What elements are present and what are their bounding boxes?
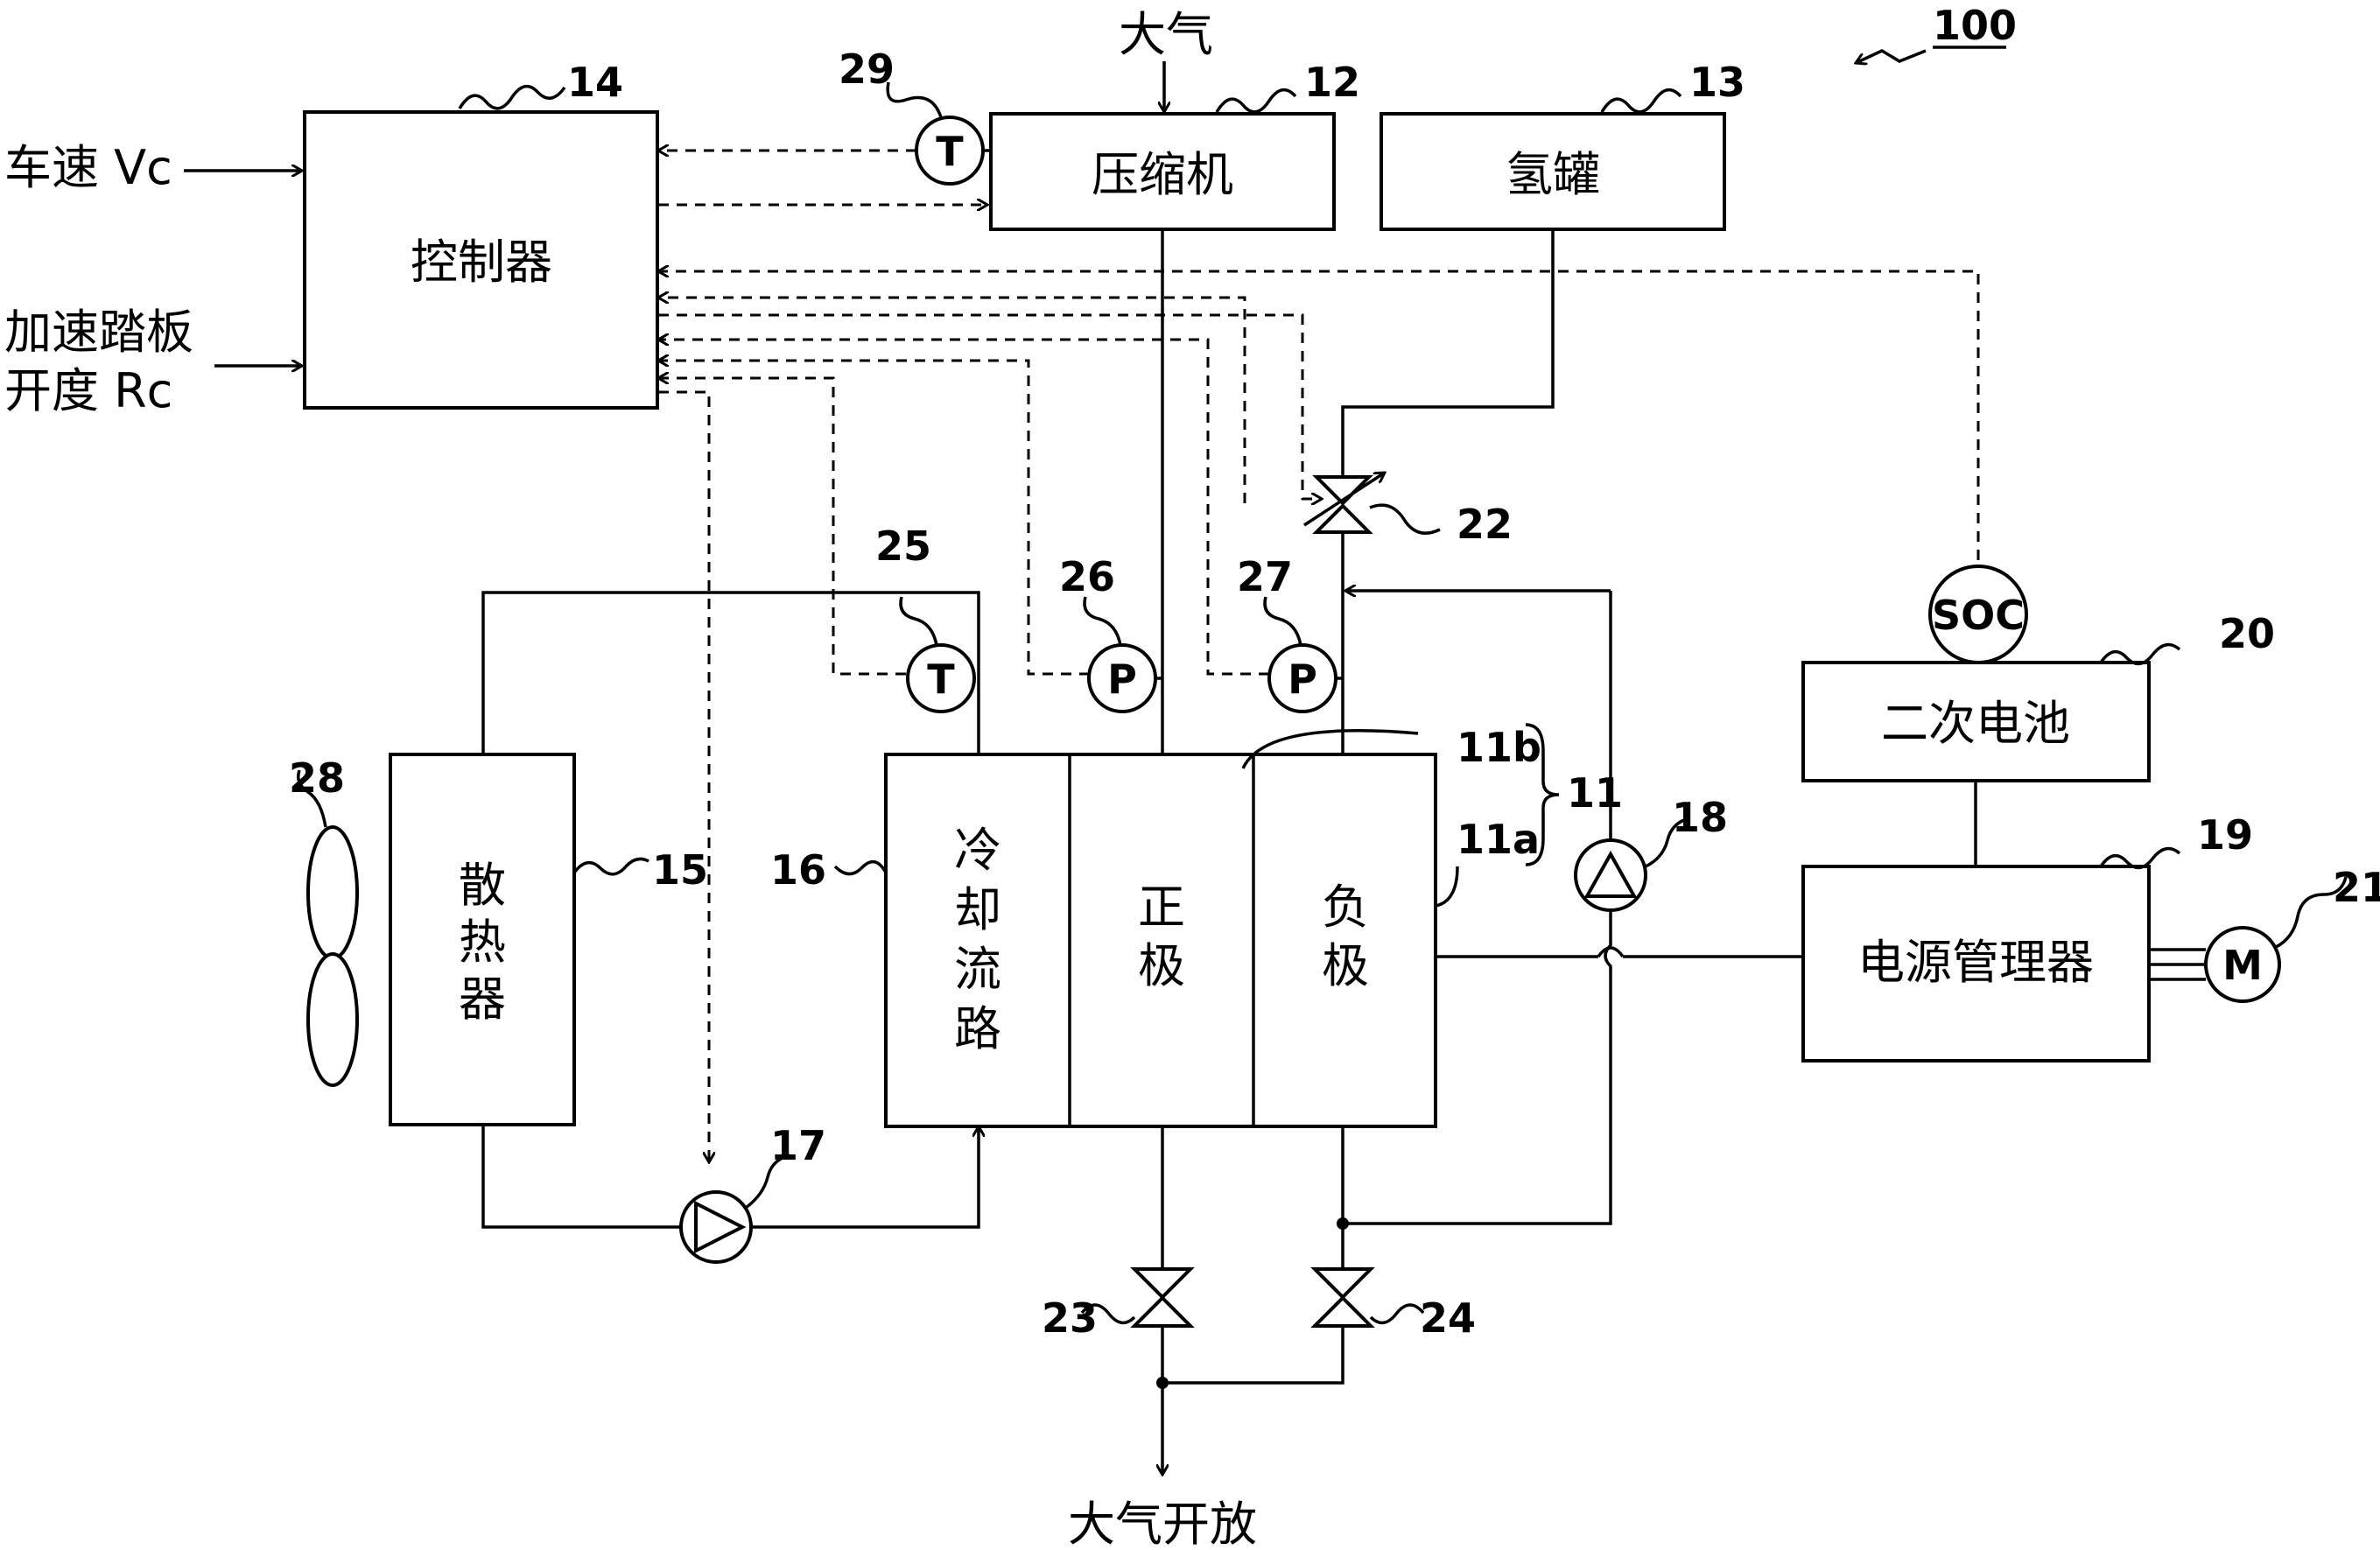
secondary-battery-label: 二次电池 — [1881, 696, 2070, 751]
ref-27: 27 — [1237, 553, 1293, 600]
temperature-sensor-25: T 25 — [875, 523, 976, 713]
cooling-path-char-4: 路 — [954, 1001, 1001, 1056]
radiator-fan-28: 28 — [289, 754, 359, 1087]
secondary-battery-block: 二次电池 20 — [1801, 610, 2275, 782]
valve-24: 24 — [1310, 1267, 1476, 1342]
figure-reference: 100 — [1856, 2, 2017, 63]
power-manager-block: 电源管理器 19 — [1801, 811, 2253, 1063]
cathode: 正 极 — [1138, 880, 1185, 993]
ref-12: 12 — [1304, 59, 1360, 106]
ref-16: 16 — [770, 846, 826, 894]
cathode-char-1: 正 — [1138, 880, 1185, 935]
figure-reference-label: 100 — [1933, 2, 2017, 49]
ref-18: 18 — [1672, 794, 1728, 841]
cooling-path-char-2: 却 — [954, 882, 1001, 937]
cooling-path: 冷 却 流 路 — [954, 823, 1001, 1056]
ref-20: 20 — [2219, 610, 2275, 657]
ref-14: 14 — [567, 59, 623, 106]
ref-23: 23 — [1042, 1294, 1098, 1342]
anode-char-1: 负 — [1322, 880, 1369, 935]
fuel-cell-stack: 冷 却 流 路 正 极 负 极 16 11b 11a 11 — [770, 723, 1623, 1128]
ref-26: 26 — [1059, 553, 1115, 600]
radiator-char-2: 热 — [459, 915, 506, 970]
ref-17: 17 — [770, 1122, 826, 1169]
signal-lines — [658, 151, 1980, 1162]
cathode-char-2: 极 — [1138, 938, 1185, 993]
anode-char-2: 极 — [1322, 938, 1369, 993]
ref-28: 28 — [289, 754, 345, 802]
vehicle-speed-label: 车速 Vc — [4, 140, 172, 195]
temperature-sensor-25-symbol: T — [927, 656, 955, 703]
hydrogen-tank-label: 氢罐 — [1506, 147, 1600, 202]
compressor-block: 压缩机 12 — [989, 59, 1360, 231]
atmosphere-release-label: 大气开放 — [1068, 1497, 1257, 1550]
coolant-pump-17: 17 — [679, 1122, 826, 1264]
vehicle-speed-input: 车速 Vc — [4, 140, 302, 195]
compressor-label: 压缩机 — [1092, 147, 1233, 202]
pressure-sensor-27-symbol: P — [1288, 656, 1317, 703]
ref-13: 13 — [1689, 59, 1745, 106]
hydrogen-tank-block: 氢罐 13 — [1380, 59, 1745, 231]
radiator-block: 散 热 器 15 — [389, 753, 708, 1126]
cooling-path-char-3: 流 — [954, 942, 1001, 997]
temperature-sensor-29: T 29 — [839, 46, 989, 186]
ref-11: 11 — [1567, 769, 1623, 817]
ref-19: 19 — [2197, 811, 2253, 859]
hydrogen-pump-18: 18 — [1574, 794, 1728, 912]
anode: 负 极 — [1322, 880, 1369, 993]
ref-24: 24 — [1420, 1294, 1476, 1342]
accelerator-input: 加速踏板 开度 Rc — [4, 305, 302, 418]
pressure-sensor-26-symbol: P — [1107, 656, 1137, 703]
valve-22: 22 — [1303, 473, 1513, 548]
motor-symbol: M — [2222, 942, 2263, 989]
pressure-sensor-27: P 27 — [1237, 553, 1343, 713]
power-manager-label: 电源管理器 — [1857, 935, 2094, 990]
motor-21: M 21 — [2149, 864, 2380, 1003]
accelerator-label-line2: 开度 Rc — [4, 363, 172, 418]
controller-label: 控制器 — [411, 235, 552, 290]
ref-11b: 11b — [1457, 724, 1541, 771]
atmosphere-inlet-label: 大气 — [1119, 7, 1213, 62]
ref-21: 21 — [2333, 864, 2380, 911]
radiator-char-3: 器 — [459, 971, 506, 1027]
accelerator-label-line1: 加速踏板 — [4, 305, 193, 360]
ref-11a: 11a — [1457, 816, 1540, 863]
soc-sensor-label: SOC — [1932, 592, 2025, 639]
radiator-char-1: 散 — [459, 858, 506, 913]
soc-sensor: SOC — [1928, 565, 2028, 664]
controller-block: 控制器 14 — [303, 59, 659, 410]
ref-15: 15 — [652, 846, 708, 894]
ref-22: 22 — [1457, 501, 1513, 548]
valve-23: 23 — [1042, 1267, 1195, 1342]
pressure-sensor-26: P 26 — [1059, 553, 1162, 713]
cooling-path-char-1: 冷 — [954, 823, 1001, 878]
ref-25: 25 — [875, 523, 931, 570]
ref-29: 29 — [839, 46, 895, 93]
temperature-sensor-29-symbol: T — [936, 128, 964, 175]
